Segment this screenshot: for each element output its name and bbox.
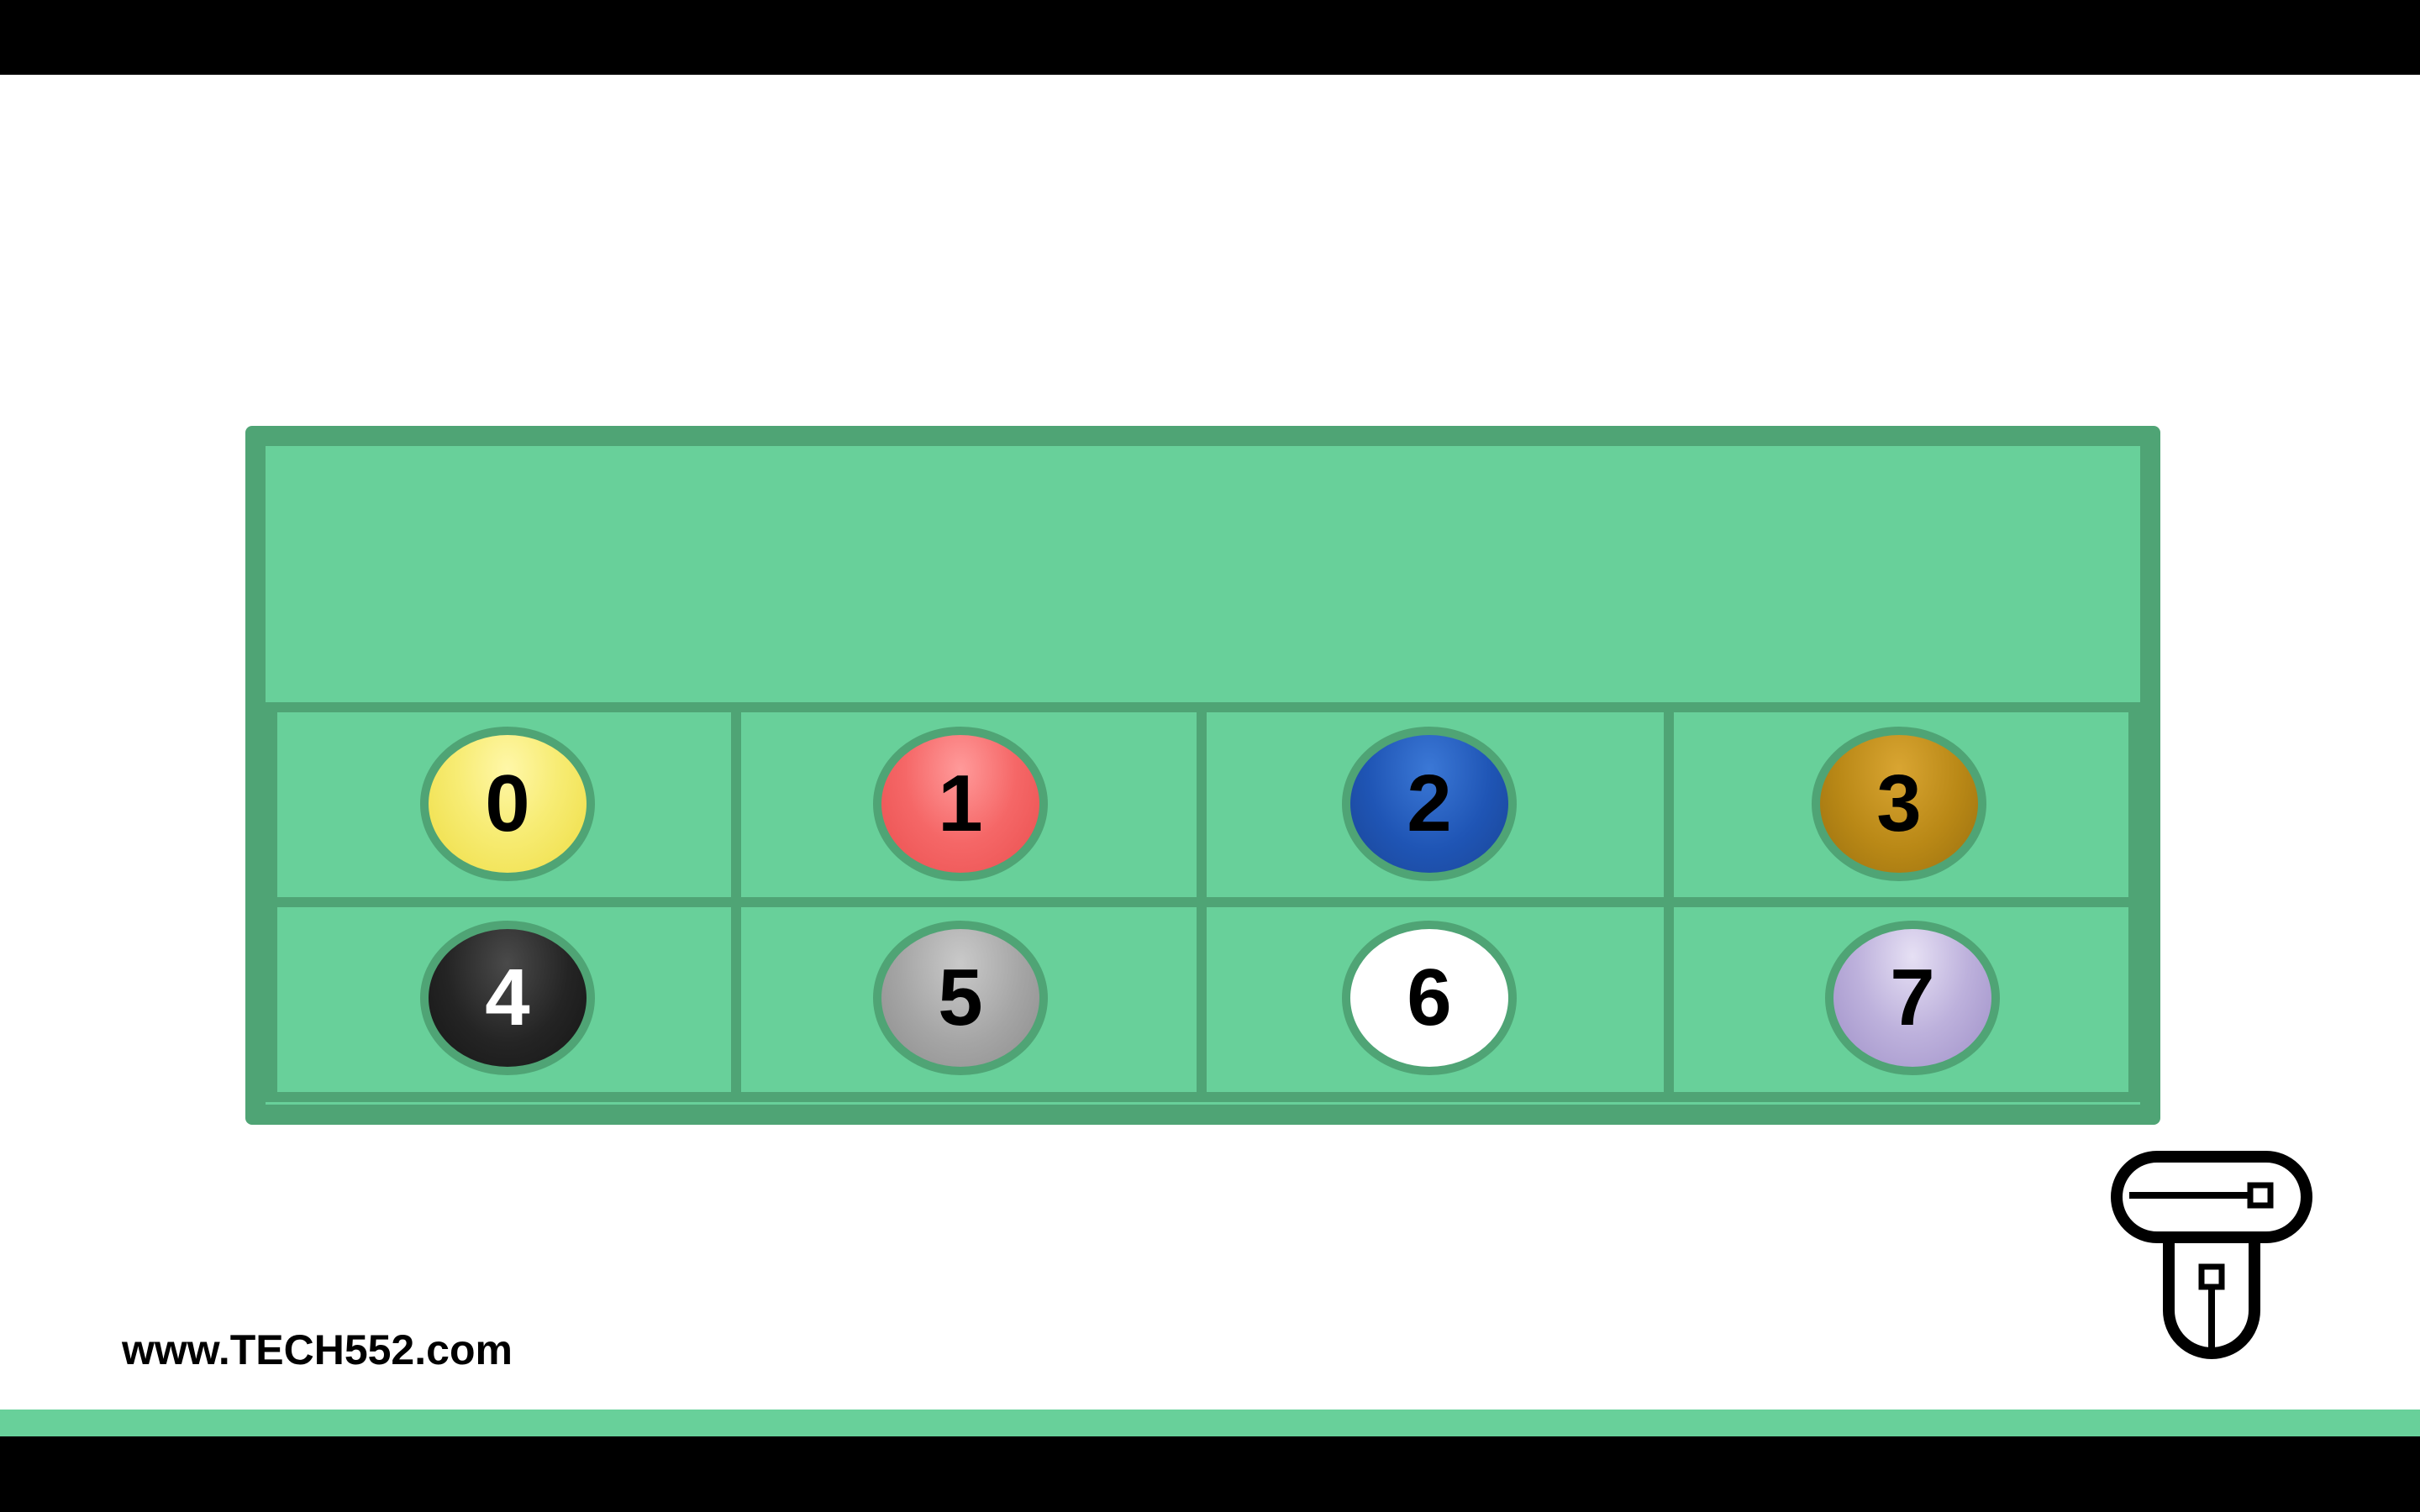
top-black-bar bbox=[0, 0, 2420, 75]
tech552-logo-icon bbox=[2111, 1151, 2312, 1359]
ball-3: 3 bbox=[1812, 727, 1986, 881]
ball-label: 2 bbox=[1407, 759, 1452, 848]
ball-4: 4 bbox=[420, 921, 595, 1075]
website-url: www.TECH552.com bbox=[122, 1326, 513, 1373]
ball-label: 7 bbox=[1890, 953, 1935, 1042]
ball-label: 3 bbox=[1876, 759, 1922, 848]
ball-0: 0 bbox=[420, 727, 595, 881]
board-divider-vertical bbox=[1664, 702, 1674, 1102]
board-divider-vertical bbox=[731, 702, 741, 1102]
board-divider-vertical bbox=[266, 702, 277, 1102]
ball-6: 6 bbox=[1342, 921, 1517, 1075]
ball-5: 5 bbox=[873, 921, 1048, 1075]
ball-label: 1 bbox=[938, 759, 983, 848]
ball-label: 6 bbox=[1407, 953, 1452, 1042]
ball-1: 1 bbox=[873, 727, 1048, 881]
ball-label: 0 bbox=[485, 759, 530, 848]
board-divider-vertical bbox=[1197, 702, 1207, 1102]
ball-label: 5 bbox=[938, 953, 983, 1042]
ball-2: 2 bbox=[1342, 727, 1517, 881]
ball-7: 7 bbox=[1825, 921, 2000, 1075]
bottom-black-bar bbox=[0, 1436, 2420, 1512]
green-accent-strip bbox=[0, 1410, 2420, 1436]
board-divider-vertical bbox=[2128, 702, 2140, 1102]
ball-label: 4 bbox=[485, 953, 530, 1042]
